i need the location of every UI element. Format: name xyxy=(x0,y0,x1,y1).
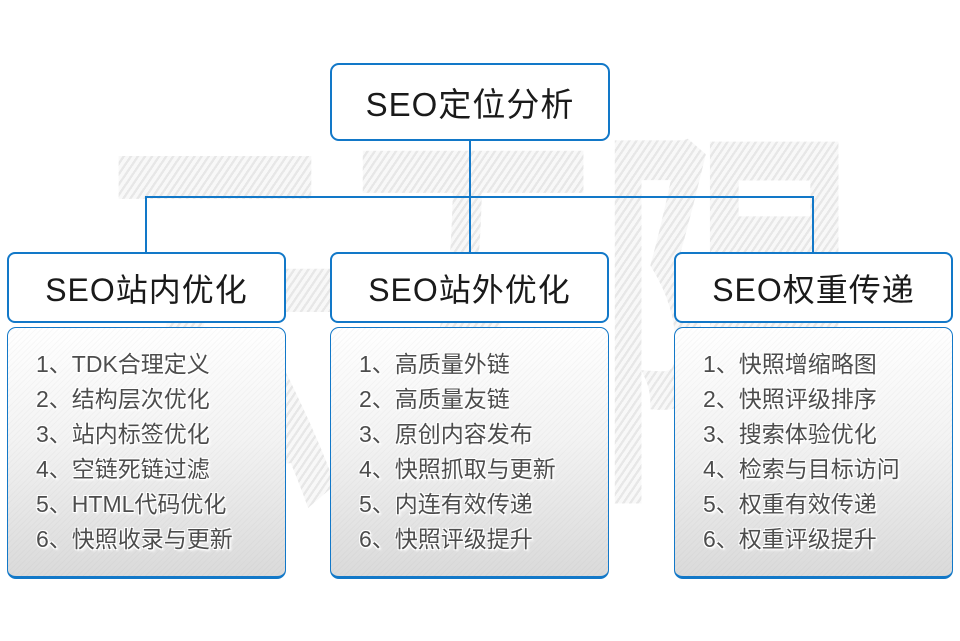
list-item: 1、快照增缩略图 xyxy=(703,351,877,377)
column-header-label: SEO站外优化 xyxy=(368,271,571,308)
item-list-onsite: 1、TDK合理定义 2、结构层次优化 3、站内标签优化 4、空链死链过滤 5、HTML代… xyxy=(36,347,279,557)
column-list-panel-offsite: 1、高质量外链 2、高质量友链 3、原创内容发布 4、快照抓取与更新 5、内连有效传递 6… xyxy=(330,327,609,579)
list-item: 6、权重评级提升 xyxy=(703,526,877,552)
root-node-seo-positioning: SEO定位分析 xyxy=(330,63,610,141)
list-item: 4、空链死链过滤 xyxy=(36,456,210,482)
column-offsite-optimization: SEO站外优化 1、高质量外链 2、高质量友链 3、原创内容发布 4、快照抓取与更新 5… xyxy=(330,252,609,579)
list-item: 3、站内标签优化 xyxy=(36,421,210,447)
list-item: 2、高质量友链 xyxy=(359,386,510,412)
root-node-label: SEO定位分析 xyxy=(365,86,575,123)
column-header-onsite: SEO站内优化 xyxy=(7,252,286,323)
list-item: 2、结构层次优化 xyxy=(36,386,210,412)
list-item: 5、权重有效传递 xyxy=(703,491,877,517)
column-onsite-optimization: SEO站内优化 1、TDK合理定义 2、结构层次优化 3、站内标签优化 4、空链死链过… xyxy=(7,252,286,579)
list-item: 5、内连有效传递 xyxy=(359,491,533,517)
list-item: 6、快照评级提升 xyxy=(359,526,533,552)
column-list-panel-onsite: 1、TDK合理定义 2、结构层次优化 3、站内标签优化 4、空链死链过滤 5、HTML代… xyxy=(7,327,286,579)
item-list-offsite: 1、高质量外链 2、高质量友链 3、原创内容发布 4、快照抓取与更新 5、内连有效传递 6… xyxy=(359,347,602,557)
list-item: 1、TDK合理定义 xyxy=(36,351,210,377)
column-header-weight: SEO权重传递 xyxy=(674,252,953,323)
column-weight-transfer: SEO权重传递 1、快照增缩略图 2、快照评级排序 3、搜索体验优化 4、检索与目标访… xyxy=(674,252,953,579)
list-item: 4、快照抓取与更新 xyxy=(359,456,556,482)
list-item: 1、高质量外链 xyxy=(359,351,510,377)
list-item: 3、原创内容发布 xyxy=(359,421,533,447)
list-item: 6、快照收录与更新 xyxy=(36,526,233,552)
list-item: 5、HTML代码优化 xyxy=(36,491,227,517)
column-header-label: SEO权重传递 xyxy=(712,271,915,308)
item-list-weight: 1、快照增缩略图 2、快照评级排序 3、搜索体验优化 4、检索与目标访问 5、权重有效传… xyxy=(703,347,946,557)
list-item: 3、搜索体验优化 xyxy=(703,421,877,447)
column-list-panel-weight: 1、快照增缩略图 2、快照评级排序 3、搜索体验优化 4、检索与目标访问 5、权重有效传… xyxy=(674,327,953,579)
list-item: 4、检索与目标访问 xyxy=(703,456,900,482)
column-header-offsite: SEO站外优化 xyxy=(330,252,609,323)
list-item: 2、快照评级排序 xyxy=(703,386,877,412)
column-header-label: SEO站内优化 xyxy=(45,271,248,308)
